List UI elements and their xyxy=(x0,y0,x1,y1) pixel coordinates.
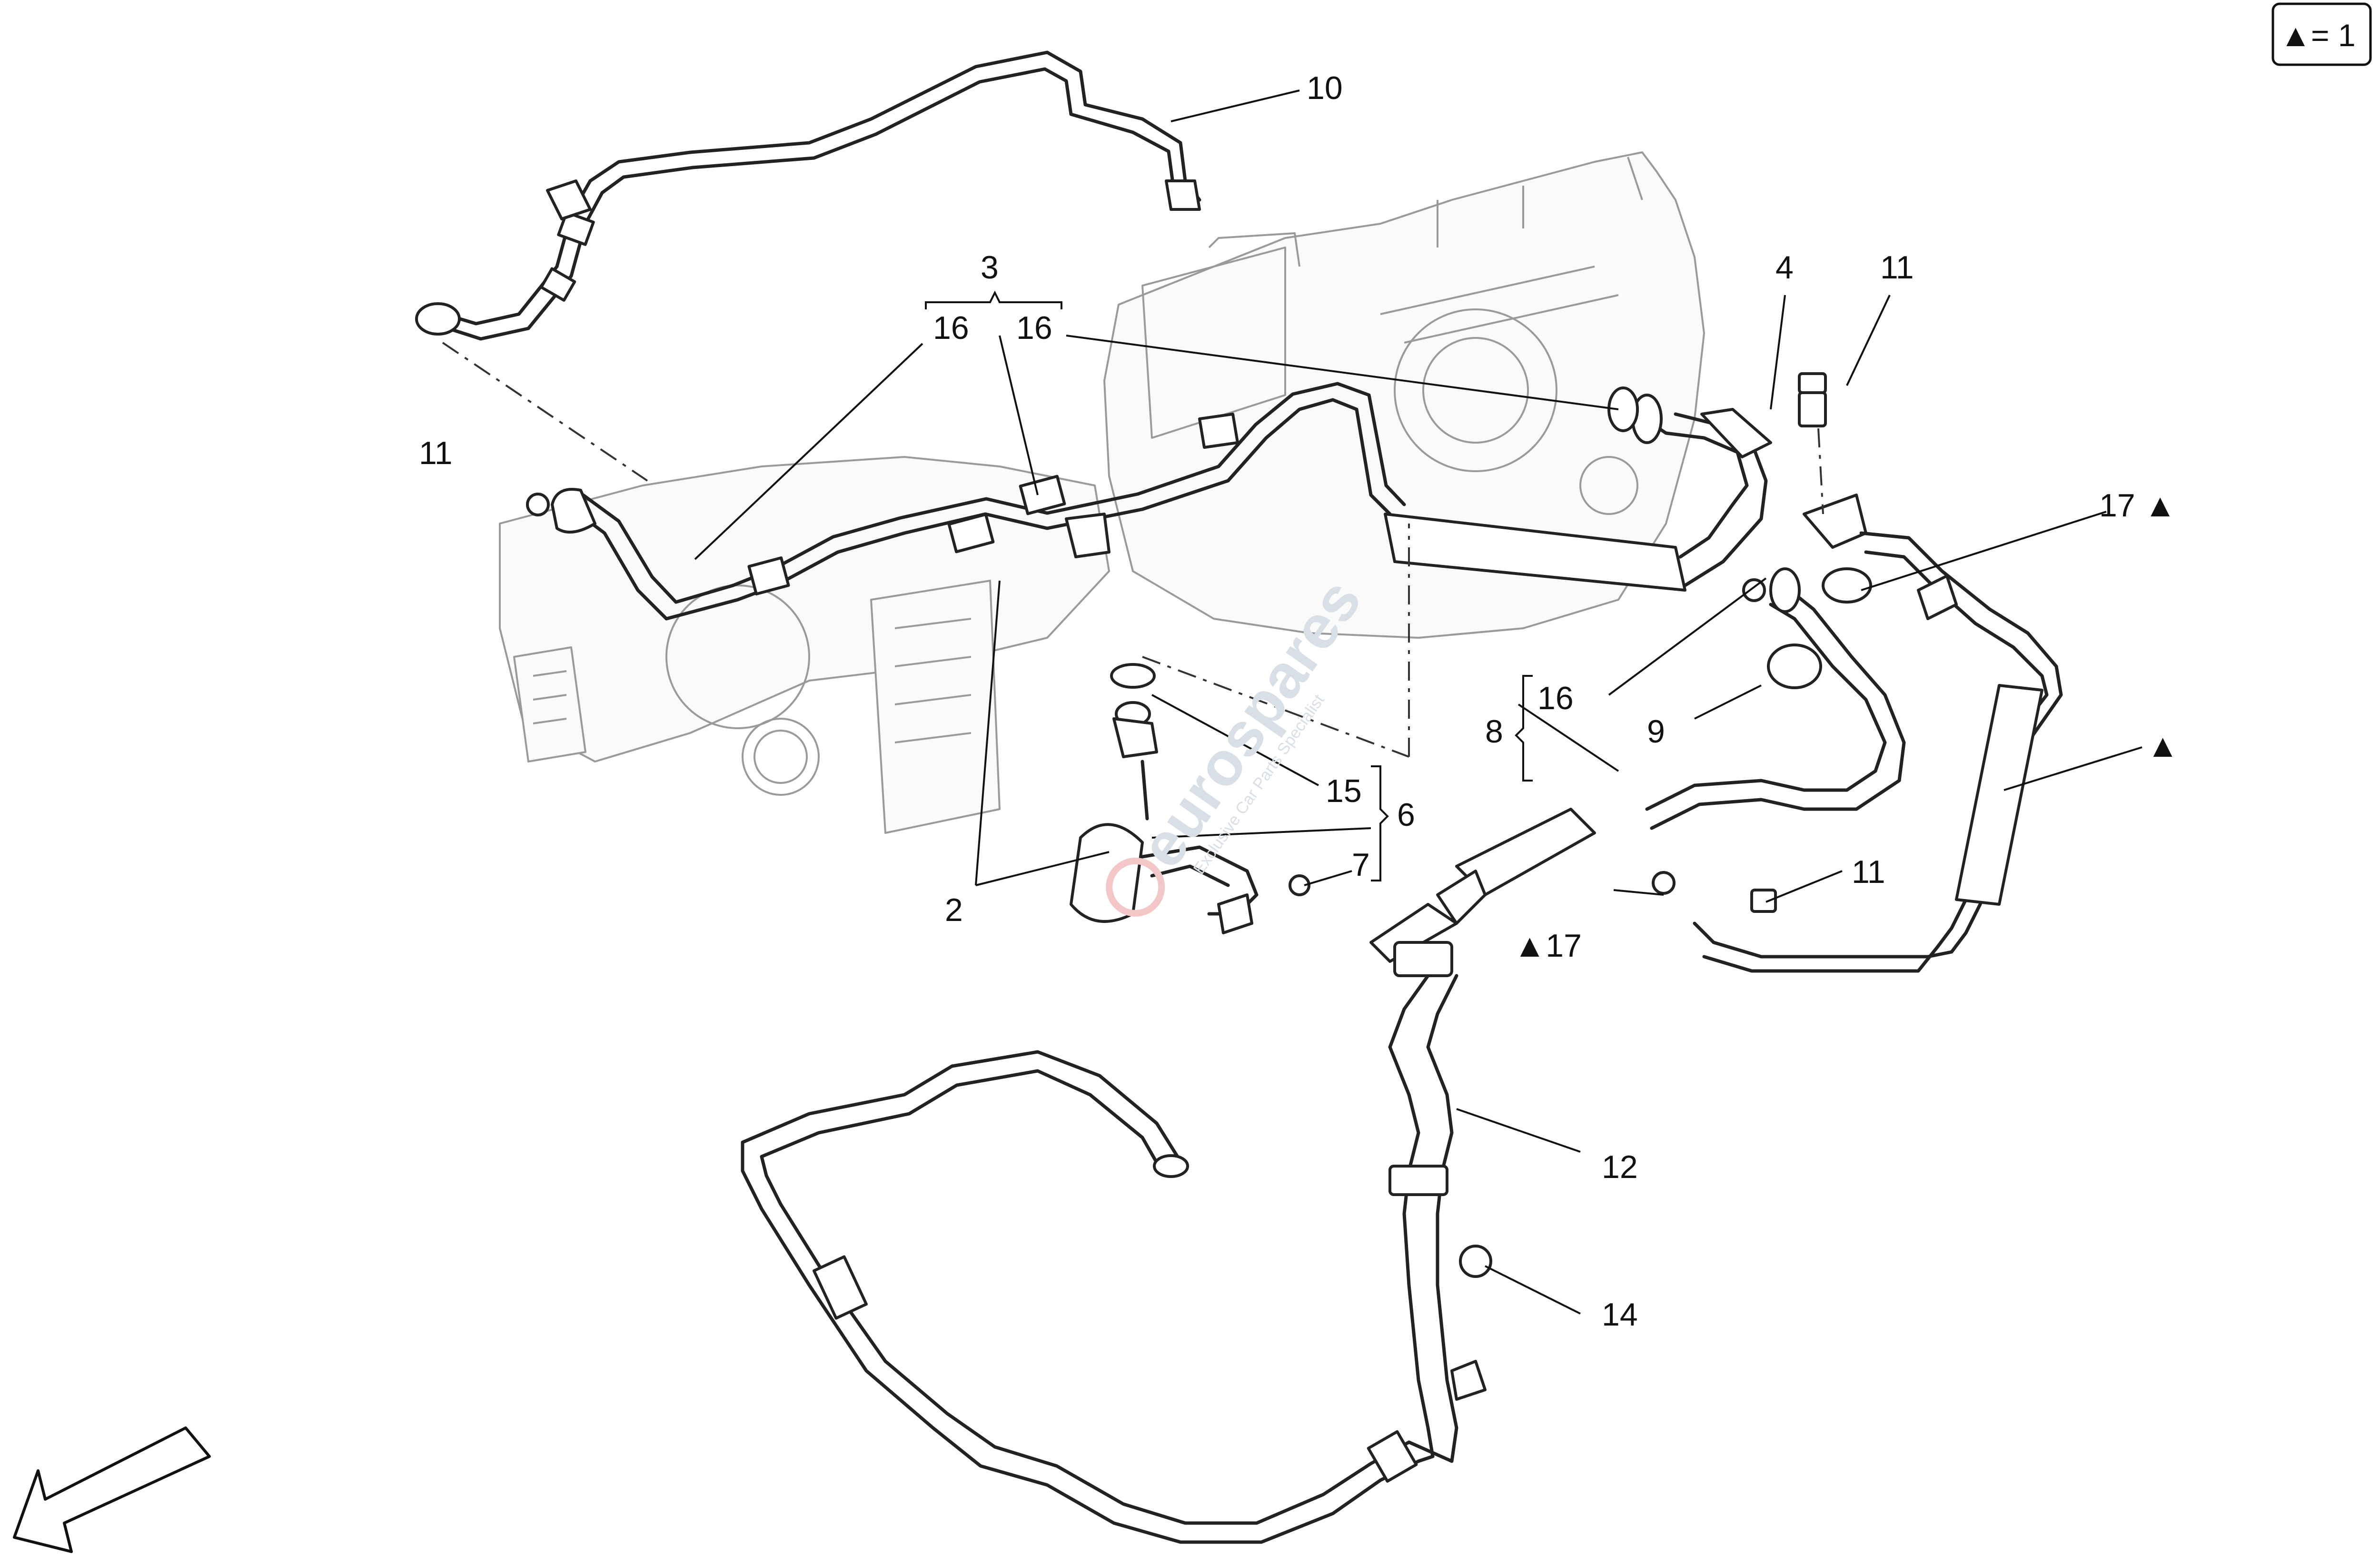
callout-17-upper: 17 ▲ xyxy=(2099,487,2176,524)
callout-16-right: 16 xyxy=(1016,310,1052,346)
bracket-6-7 xyxy=(1070,663,1310,934)
pipe-8-9 xyxy=(1645,567,1906,830)
callout-11-right: 11 xyxy=(1852,854,1885,890)
legend-symbol: ▲ xyxy=(2280,18,2311,53)
fasteners xyxy=(526,372,1827,913)
callout-6: 6 xyxy=(1397,797,1415,833)
callout-17-lower: ▲17 xyxy=(1514,928,1582,964)
callout-7: 7 xyxy=(1352,847,1370,883)
callout-8: 8 xyxy=(1485,713,1503,750)
legend-text: = 1 xyxy=(2311,18,2356,53)
callout-triangle: ▲ xyxy=(2147,728,2179,764)
legend-box: ▲ = 1 xyxy=(2271,2,2372,66)
direction-arrow-icon xyxy=(13,1426,211,1553)
callout-10: 10 xyxy=(1307,70,1343,106)
callout-14: 14 xyxy=(1602,1297,1638,1333)
hose-right-upper xyxy=(1384,386,1772,592)
pipe-12 xyxy=(1369,808,1596,1463)
callout-9: 9 xyxy=(1647,713,1665,750)
pipe-right-17 xyxy=(1693,494,2063,973)
callout-11-top: 11 xyxy=(1880,249,1914,286)
pipe-10 xyxy=(415,50,1201,341)
alignment-lines xyxy=(442,342,1824,758)
pipe-3 xyxy=(551,382,1406,621)
gearbox-housing xyxy=(499,151,1705,834)
callout-15: 15 xyxy=(1326,773,1362,809)
group-brackets xyxy=(925,290,1533,881)
callout-12: 12 xyxy=(1602,1149,1638,1185)
callout-11-left: 11 xyxy=(419,435,453,471)
callout-16-left: 16 xyxy=(933,310,969,346)
callout-labels: 10 3 16 16 4 11 11 17 ▲ 16 8 9 ▲ 15 6 7 … xyxy=(419,70,2179,1333)
leader-lines xyxy=(694,89,2142,1315)
callout-16-mid: 16 xyxy=(1537,680,1574,716)
callout-2: 2 xyxy=(945,892,963,928)
callout-4: 4 xyxy=(1775,249,1794,286)
pipe-lower-loop xyxy=(741,1050,1454,1544)
callout-3: 3 xyxy=(981,249,999,286)
